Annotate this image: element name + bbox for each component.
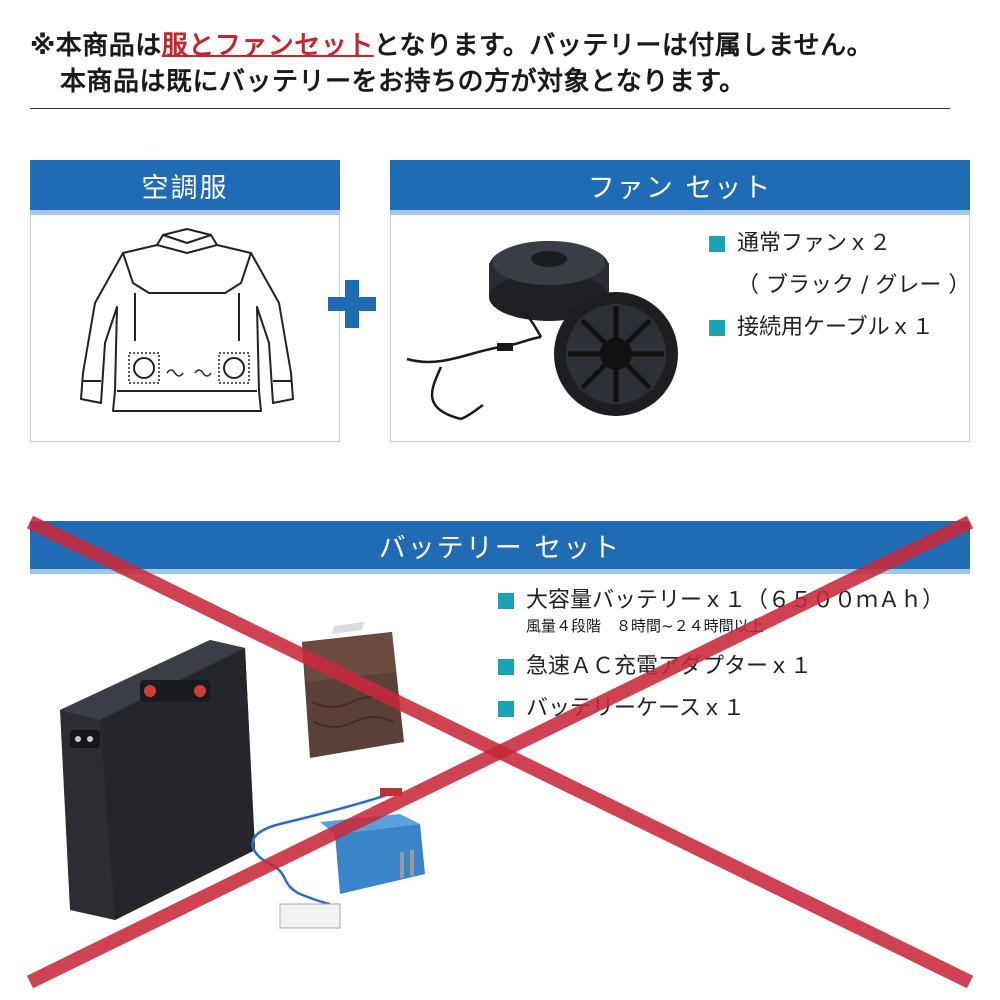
bullet-icon [498, 701, 514, 717]
bullet-icon [709, 236, 725, 252]
list-item-label: 急速ＡＣ充電アダプターｘ１ [526, 654, 813, 679]
bullet-icon [498, 593, 514, 609]
fan-illustration [406, 241, 678, 421]
fan-panel-title: ファン セット [390, 160, 970, 210]
notice-line-1: ※本商品は服とファンセットとなります。バッテリーは付属しません。 [30, 28, 960, 64]
notice-suffix: となります。バッテリーは付属しません。 [373, 31, 874, 61]
battery-panel-title: バッテリー セット [30, 521, 970, 569]
battery-panel: バッテリー セット 大容量バッテリーｘ１（６５００ｍＡｈ） [30, 521, 970, 982]
list-item-label: 通常ファンｘ２ [737, 231, 892, 256]
fan-panel-title-bar [390, 210, 970, 215]
fan-panel: ファン セット 通常ファンｘ２ [390, 160, 970, 442]
list-item-note: （ ブラック / グレー ） [737, 273, 971, 298]
notice-line-2: 本商品は既にバッテリーをお持ちの方が対象となります。 [60, 67, 746, 97]
battery-item-list: 大容量バッテリーｘ１（６５００ｍＡｈ） 風量４段階 ８時間~２４時間以上 急速Ａ… [498, 580, 944, 730]
battery-illustration [60, 640, 255, 920]
list-item-label: 接続用ケーブルｘ１ [737, 315, 934, 340]
notice-highlight: 服とファンセット [161, 31, 374, 61]
list-item: バッテリーケースｘ１ [498, 688, 944, 730]
list-item-label: バッテリーケースｘ１ [526, 696, 745, 721]
battery-panel-title-bar [30, 569, 970, 574]
plus-icon [328, 280, 376, 328]
list-item: 急速ＡＣ充電アダプターｘ１ [498, 646, 944, 688]
clothes-panel-title-bar [30, 210, 340, 215]
bullet-icon [498, 659, 514, 675]
battery-case-illustration [302, 622, 404, 758]
divider [30, 108, 950, 109]
fan-item-list: 通常ファンｘ２ （ ブラック / グレー ） 接続用ケーブルｘ１ [709, 223, 970, 349]
notice: ※本商品は服とファンセットとなります。バッテリーは付属しません。 本商品は既にバ… [30, 28, 960, 100]
ac-adapter-illustration [251, 788, 425, 929]
list-item: 接続用ケーブルｘ１ [709, 307, 970, 349]
clothes-panel: 空調服 [30, 160, 340, 442]
bullet-icon [709, 320, 725, 336]
jacket-illustration [80, 228, 294, 412]
list-item: 通常ファンｘ２ [709, 223, 970, 265]
notice-prefix: ※本商品は [30, 31, 162, 61]
clothes-panel-title: 空調服 [30, 160, 340, 210]
